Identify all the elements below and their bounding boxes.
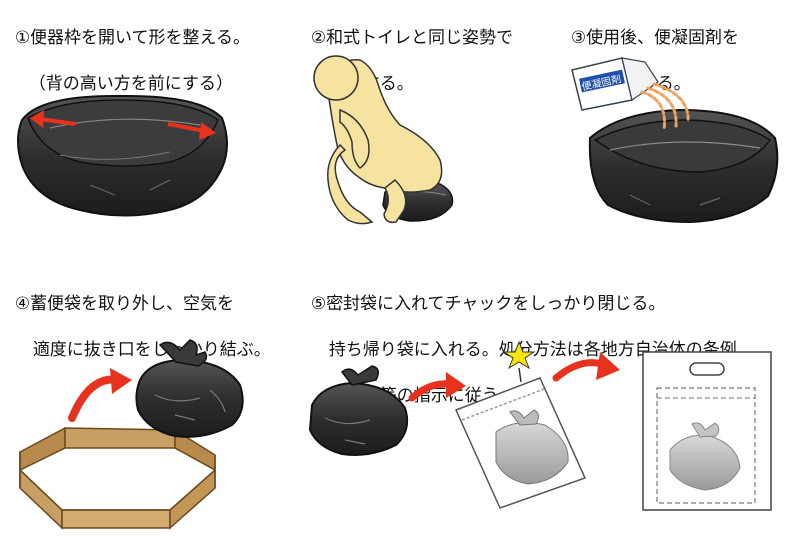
sprinkle-stream-icon <box>640 82 690 132</box>
step-2-number: ② <box>310 28 327 48</box>
step-2-line-1: 和式トイレと同じ姿勢で <box>326 28 514 48</box>
step-4-line-2: 適度に抜き口をしっかり結ぶ。 <box>32 340 271 360</box>
step-1-illustration <box>17 94 228 217</box>
toilet-bag-rim <box>27 99 219 167</box>
step-4-text: ④蓄便袋を取り外し、空気を 適度に抜き口をしっかり結ぶ。 <box>4 270 271 362</box>
step-5-number: ⑤ <box>310 294 327 314</box>
step-5-black-bag <box>308 365 409 456</box>
step-5-arrow-2-icon <box>552 359 606 382</box>
spread-arrow-right-icon <box>167 122 216 140</box>
step-2-illustration <box>313 55 454 225</box>
step-3-line-1: 使用後、便凝固剤を <box>586 28 740 48</box>
step-3-number: ③ <box>570 28 587 48</box>
zipper-bag <box>454 377 587 509</box>
step-4-line-1: 蓄便袋を取り外し、空気を <box>30 294 235 314</box>
step-1-line-1: 便器枠を開いて形を整える。 <box>30 28 251 48</box>
step-4-number: ④ <box>14 294 31 314</box>
spread-arrow-left-icon <box>30 110 76 128</box>
coagulant-package <box>571 57 659 111</box>
step-1-number: ① <box>14 28 31 48</box>
step-5-illustration <box>308 340 772 511</box>
carrying-bag <box>642 351 772 511</box>
zipper-star-icon <box>502 340 536 383</box>
step-3-illustration: 便凝固剤 <box>571 57 779 224</box>
step-5-arrow-1-icon <box>408 380 454 402</box>
cardboard-frame <box>19 426 216 530</box>
tied-bag <box>135 339 244 438</box>
step-1-text: ①便器枠を開いて形を整える。 （背の高い方を前にする） <box>4 4 250 96</box>
step-4-illustration <box>19 339 244 530</box>
step-4-arrow-icon <box>68 375 122 422</box>
step-5-line-1: 密封袋に入れてチャックをしっかり閉じる。 <box>326 294 666 314</box>
squatting-person-figure <box>313 55 443 225</box>
step-1-line-2: （背の高い方を前にする） <box>28 74 233 94</box>
